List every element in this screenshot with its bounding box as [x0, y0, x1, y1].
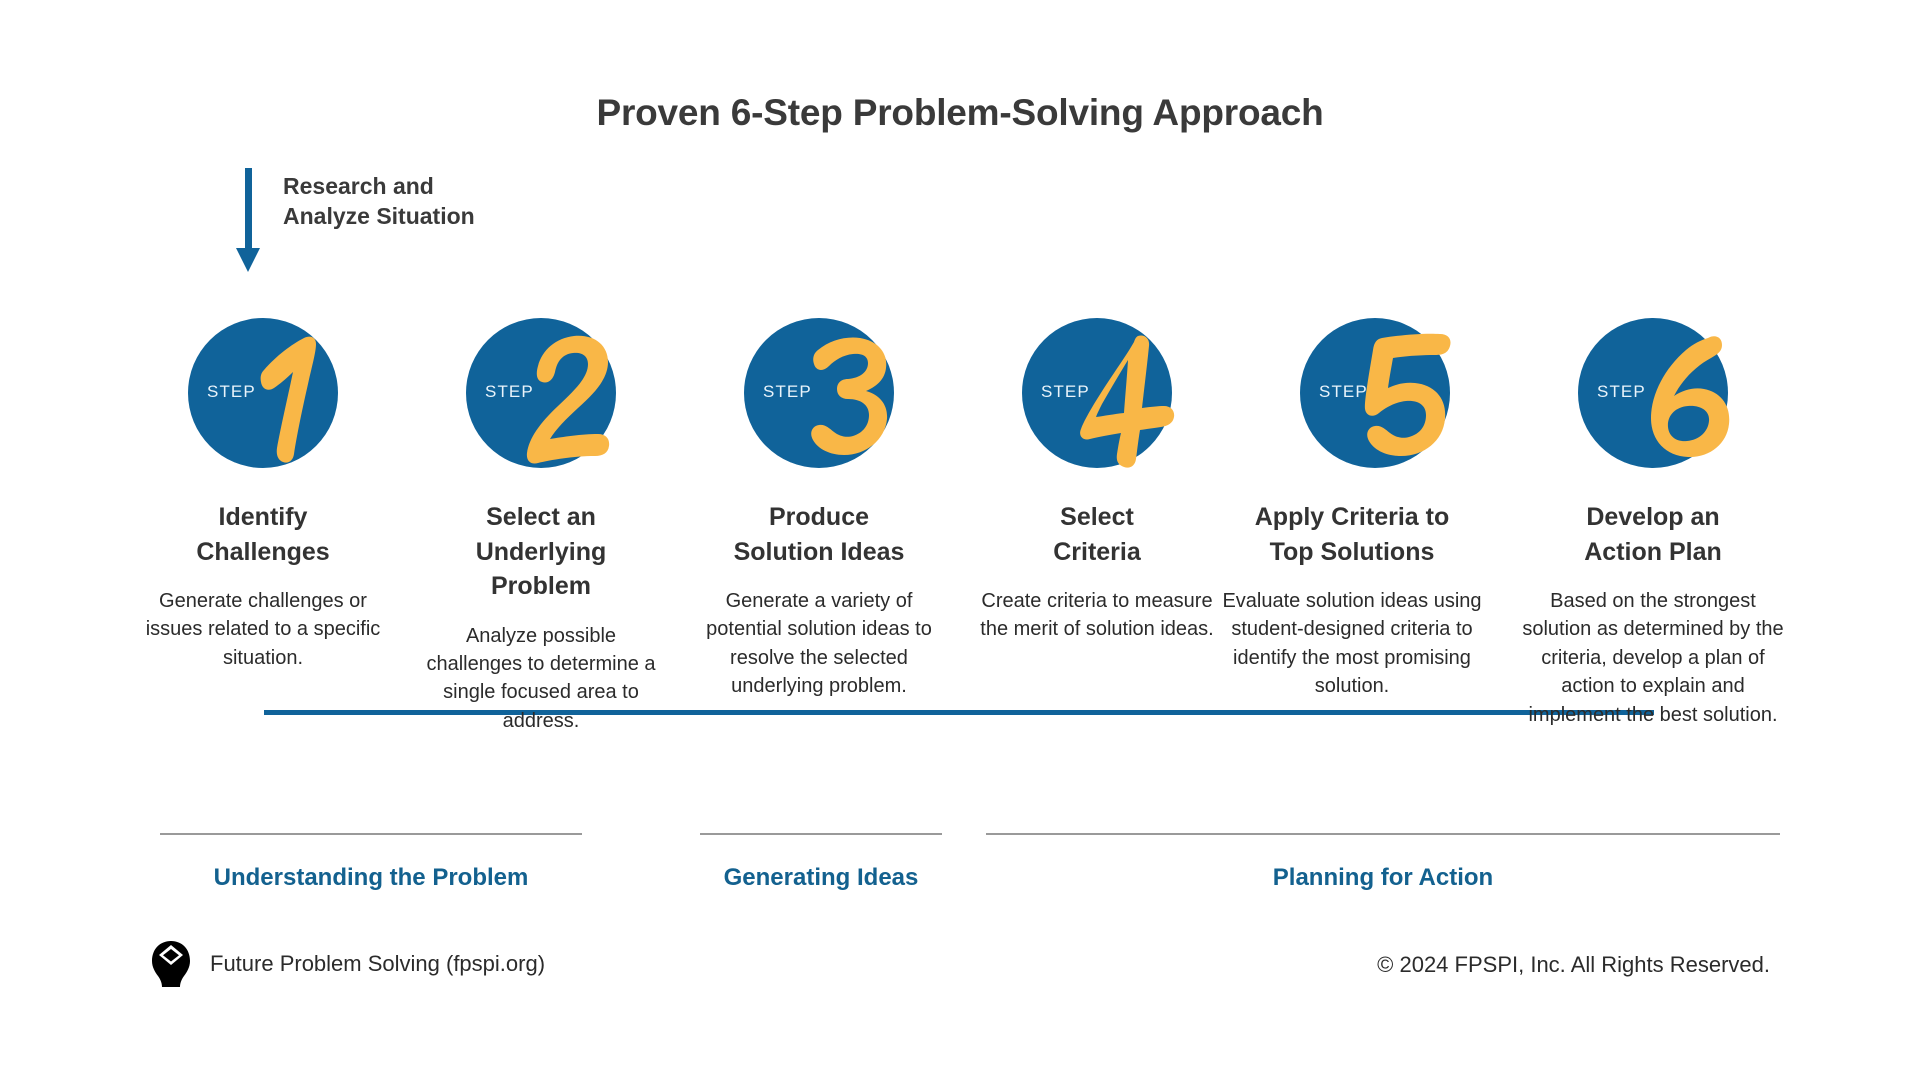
step-heading-6: Develop an Action Plan: [1584, 503, 1722, 566]
step-heading-3: Produce Solution Ideas: [733, 503, 905, 566]
step-description-5: Evaluate solution ideas using student-de…: [1222, 590, 1482, 698]
step-description-6: Based on the strongest solution as deter…: [1522, 590, 1784, 726]
step-description-2: Analyze possible challenges to determine…: [426, 624, 656, 732]
step-word-2: STEP: [485, 382, 534, 401]
step-column-3: Produce Solution Ideas Generate a variet…: [694, 500, 944, 701]
research-and-analyze-block: Research and Analyze Situation: [236, 168, 475, 278]
step-column-4: Select Criteria Create criteria to measu…: [977, 500, 1217, 644]
step-word-5: STEP: [1319, 382, 1368, 401]
step-numeral-4: [1080, 322, 1180, 468]
footer-copyright: © 2024 FPSPI, Inc. All Rights Reserved.: [1377, 952, 1770, 977]
step-heading-4: Select Criteria: [1053, 503, 1141, 566]
down-arrow-icon: [236, 168, 262, 278]
category-rule-3: [986, 833, 1780, 835]
research-label: Research and Analyze Situation: [283, 173, 475, 230]
step-circle-1[interactable]: STEP: [188, 318, 338, 468]
step-connector-line: [264, 710, 1654, 715]
steps-row: STEP STEP STEP STEP: [0, 318, 1920, 715]
step-heading-1: Identify Challenges: [196, 503, 330, 566]
step-heading-2: Select an Underlying Problem: [475, 503, 607, 600]
step-heading-5: Apply Criteria to Top Solutions: [1254, 503, 1450, 566]
step-numeral-3: [802, 322, 902, 468]
page-title: Proven 6-Step Problem-Solving Approach: [596, 92, 1324, 133]
step-description-1: Generate challenges or issues related to…: [145, 590, 381, 669]
step-description-3: Generate a variety of potential solution…: [706, 590, 932, 698]
step-word-1: STEP: [207, 382, 256, 401]
category-group-2: Generating Ideas: [700, 833, 942, 892]
step-circle-5[interactable]: STEP: [1300, 318, 1451, 468]
step-column-1: Identify Challenges Generate challenges …: [143, 500, 383, 672]
step-circle-3[interactable]: STEP: [744, 318, 894, 468]
category-group-3: Planning for Action: [986, 833, 1780, 892]
fpspi-head-logo-icon: [150, 940, 192, 988]
step-word-4: STEP: [1041, 382, 1090, 401]
category-rule-1: [160, 833, 582, 835]
category-label-2: Generating Ideas: [723, 864, 919, 891]
step-word-3: STEP: [763, 382, 812, 401]
arrow-head: [236, 248, 260, 272]
step-circle-2[interactable]: STEP: [466, 318, 616, 468]
step-numeral-2: [524, 322, 624, 468]
footer-branding: Future Problem Solving (fpspi.org): [150, 940, 545, 988]
step-description-4: Create criteria to measure the merit of …: [980, 590, 1214, 641]
category-rule-2: [700, 833, 942, 835]
step-numeral-5: [1358, 322, 1458, 468]
step-circle-4[interactable]: STEP: [1022, 318, 1175, 468]
step-column-2: Select an Underlying Problem Analyze pos…: [421, 500, 661, 735]
category-group-1: Understanding the Problem: [160, 833, 582, 892]
arrow-stem: [245, 168, 252, 254]
footer-organization: Future Problem Solving (fpspi.org): [210, 951, 546, 976]
step-numeral-1: [246, 322, 346, 468]
category-label-3: Planning for Action: [1272, 864, 1494, 891]
step-word-6: STEP: [1597, 382, 1646, 401]
step-numeral-6: [1636, 322, 1736, 468]
step-column-5: Apply Criteria to Top Solutions Evaluate…: [1222, 500, 1482, 701]
step-column-6: Develop an Action Plan Based on the stro…: [1518, 500, 1788, 729]
category-label-1: Understanding the Problem: [213, 864, 529, 891]
step-circle-6[interactable]: STEP: [1578, 318, 1730, 468]
